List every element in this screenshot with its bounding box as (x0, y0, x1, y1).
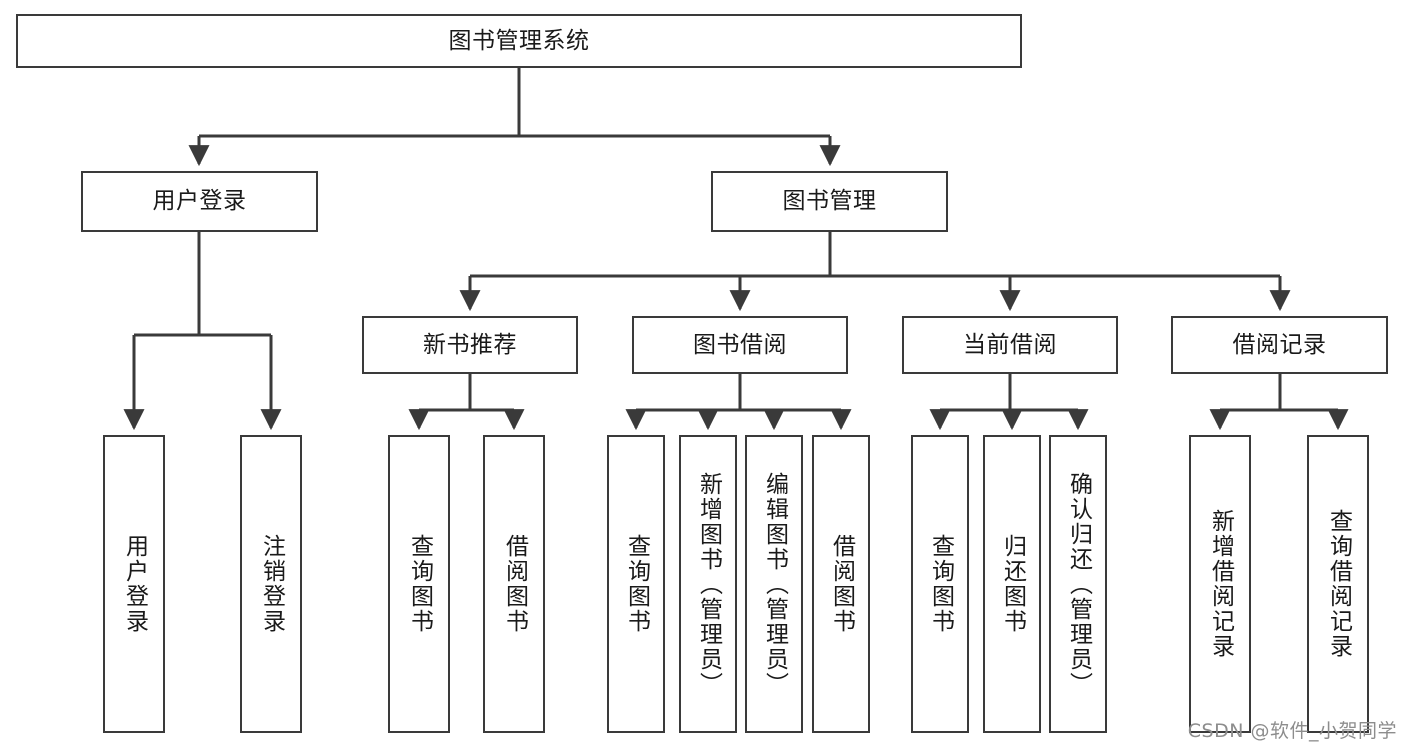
node-label: 注销登录 (258, 534, 285, 634)
node-label: 当前借阅 (963, 331, 1057, 358)
node-label: 查询图书 (623, 534, 650, 634)
node-label: 图书管理系统 (448, 27, 590, 54)
node-user-login[interactable]: 用户登录 (81, 171, 318, 232)
node-label: 用户登录 (121, 534, 148, 634)
leaf-edit-book-admin[interactable]: 编辑图书（管理员） (745, 435, 803, 733)
node-label: 借阅记录 (1232, 331, 1327, 358)
node-root-system[interactable]: 图书管理系统 (16, 14, 1022, 68)
leaf-query-book-current[interactable]: 查询图书 (911, 435, 969, 733)
node-label: 新增借阅记录 (1207, 509, 1234, 659)
leaf-user-login[interactable]: 用户登录 (103, 435, 165, 733)
leaf-return-book[interactable]: 归还图书 (983, 435, 1041, 733)
leaf-query-book-borrow[interactable]: 查询图书 (607, 435, 665, 733)
leaf-confirm-return-admin[interactable]: 确认归还（管理员） (1049, 435, 1107, 733)
leaf-borrow-book-recommend[interactable]: 借阅图书 (483, 435, 545, 733)
node-label: 确认归还（管理员） (1065, 471, 1092, 697)
node-label: 查询图书 (406, 534, 433, 634)
node-label: 新增图书（管理员） (695, 471, 722, 697)
node-label: 图书管理 (782, 188, 877, 215)
leaf-logout[interactable]: 注销登录 (240, 435, 302, 733)
node-book-borrow[interactable]: 图书借阅 (632, 316, 848, 374)
node-borrow-record[interactable]: 借阅记录 (1171, 316, 1388, 374)
node-book-management[interactable]: 图书管理 (711, 171, 948, 232)
csdn-watermark: CSDN @软件_小贺同学 (1187, 720, 1397, 742)
leaf-add-book-admin[interactable]: 新增图书（管理员） (679, 435, 737, 733)
node-label: 查询图书 (927, 534, 954, 634)
node-new-book-recommend[interactable]: 新书推荐 (362, 316, 578, 374)
node-label: 用户登录 (152, 188, 247, 215)
leaf-add-borrow-record[interactable]: 新增借阅记录 (1189, 435, 1251, 733)
node-label: 归还图书 (999, 534, 1026, 634)
node-label: 新书推荐 (423, 331, 517, 358)
node-label: 查询借阅记录 (1325, 509, 1352, 659)
node-label: 图书借阅 (693, 331, 787, 358)
node-label: 编辑图书（管理员） (761, 471, 788, 697)
leaf-borrow-book[interactable]: 借阅图书 (812, 435, 870, 733)
node-current-borrow[interactable]: 当前借阅 (902, 316, 1118, 374)
node-label: 借阅图书 (828, 534, 855, 634)
leaf-query-book-recommend[interactable]: 查询图书 (388, 435, 450, 733)
leaf-query-borrow-record[interactable]: 查询借阅记录 (1307, 435, 1369, 733)
node-label: 借阅图书 (501, 534, 528, 634)
